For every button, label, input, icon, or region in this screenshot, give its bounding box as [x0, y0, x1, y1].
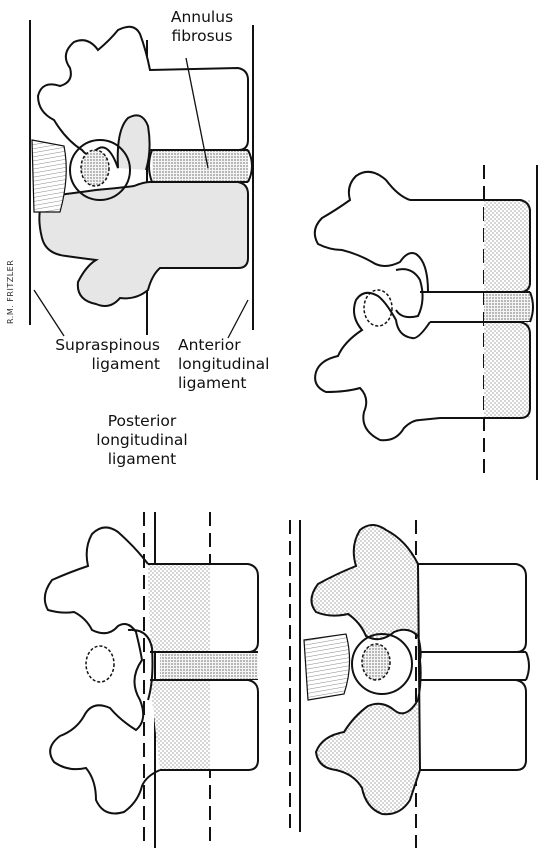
label-line: Supraspinous — [2, 336, 160, 355]
lower-posterior-elements — [315, 293, 440, 440]
anterior-pointer — [228, 300, 248, 338]
label-line: fibrosus — [152, 27, 252, 46]
panel-middle-column — [45, 512, 258, 848]
disc — [484, 292, 530, 322]
label-line: Anterior — [178, 336, 290, 355]
anterior-longitudinal-ligament-label: Anterior longitudinal ligament — [178, 336, 290, 393]
panel-posterior-column — [290, 520, 529, 848]
supraspinous-ligament-label: Supraspinous ligament — [2, 336, 160, 374]
artist-signature: R.M. FRITZLER — [6, 232, 18, 324]
upper-posterior-elements — [315, 172, 428, 292]
label-line: Posterior — [72, 412, 212, 431]
supraspinous-pointer — [34, 290, 64, 336]
label-line: ligament — [178, 374, 290, 393]
panel-normal-with-ligaments — [30, 20, 253, 338]
label-line: longitudinal — [178, 355, 290, 374]
label-line: ligament — [2, 355, 160, 374]
label-line: longitudinal — [72, 431, 212, 450]
lower-vertebra-shaded — [39, 182, 248, 306]
interspinous-ligament — [32, 140, 66, 212]
label-line: Annulus — [152, 8, 252, 27]
label-line: ligament — [72, 450, 212, 469]
annulus-fibrosus-label: Annulus fibrosus — [152, 8, 252, 46]
disc — [160, 652, 258, 680]
interspinous-ligament — [304, 634, 350, 700]
posterior-longitudinal-ligament-label: Posterior longitudinal ligament — [72, 412, 212, 469]
posterior-elements — [45, 527, 160, 813]
panel-anterior-column — [315, 165, 537, 480]
intervertebral-disc — [152, 150, 248, 182]
